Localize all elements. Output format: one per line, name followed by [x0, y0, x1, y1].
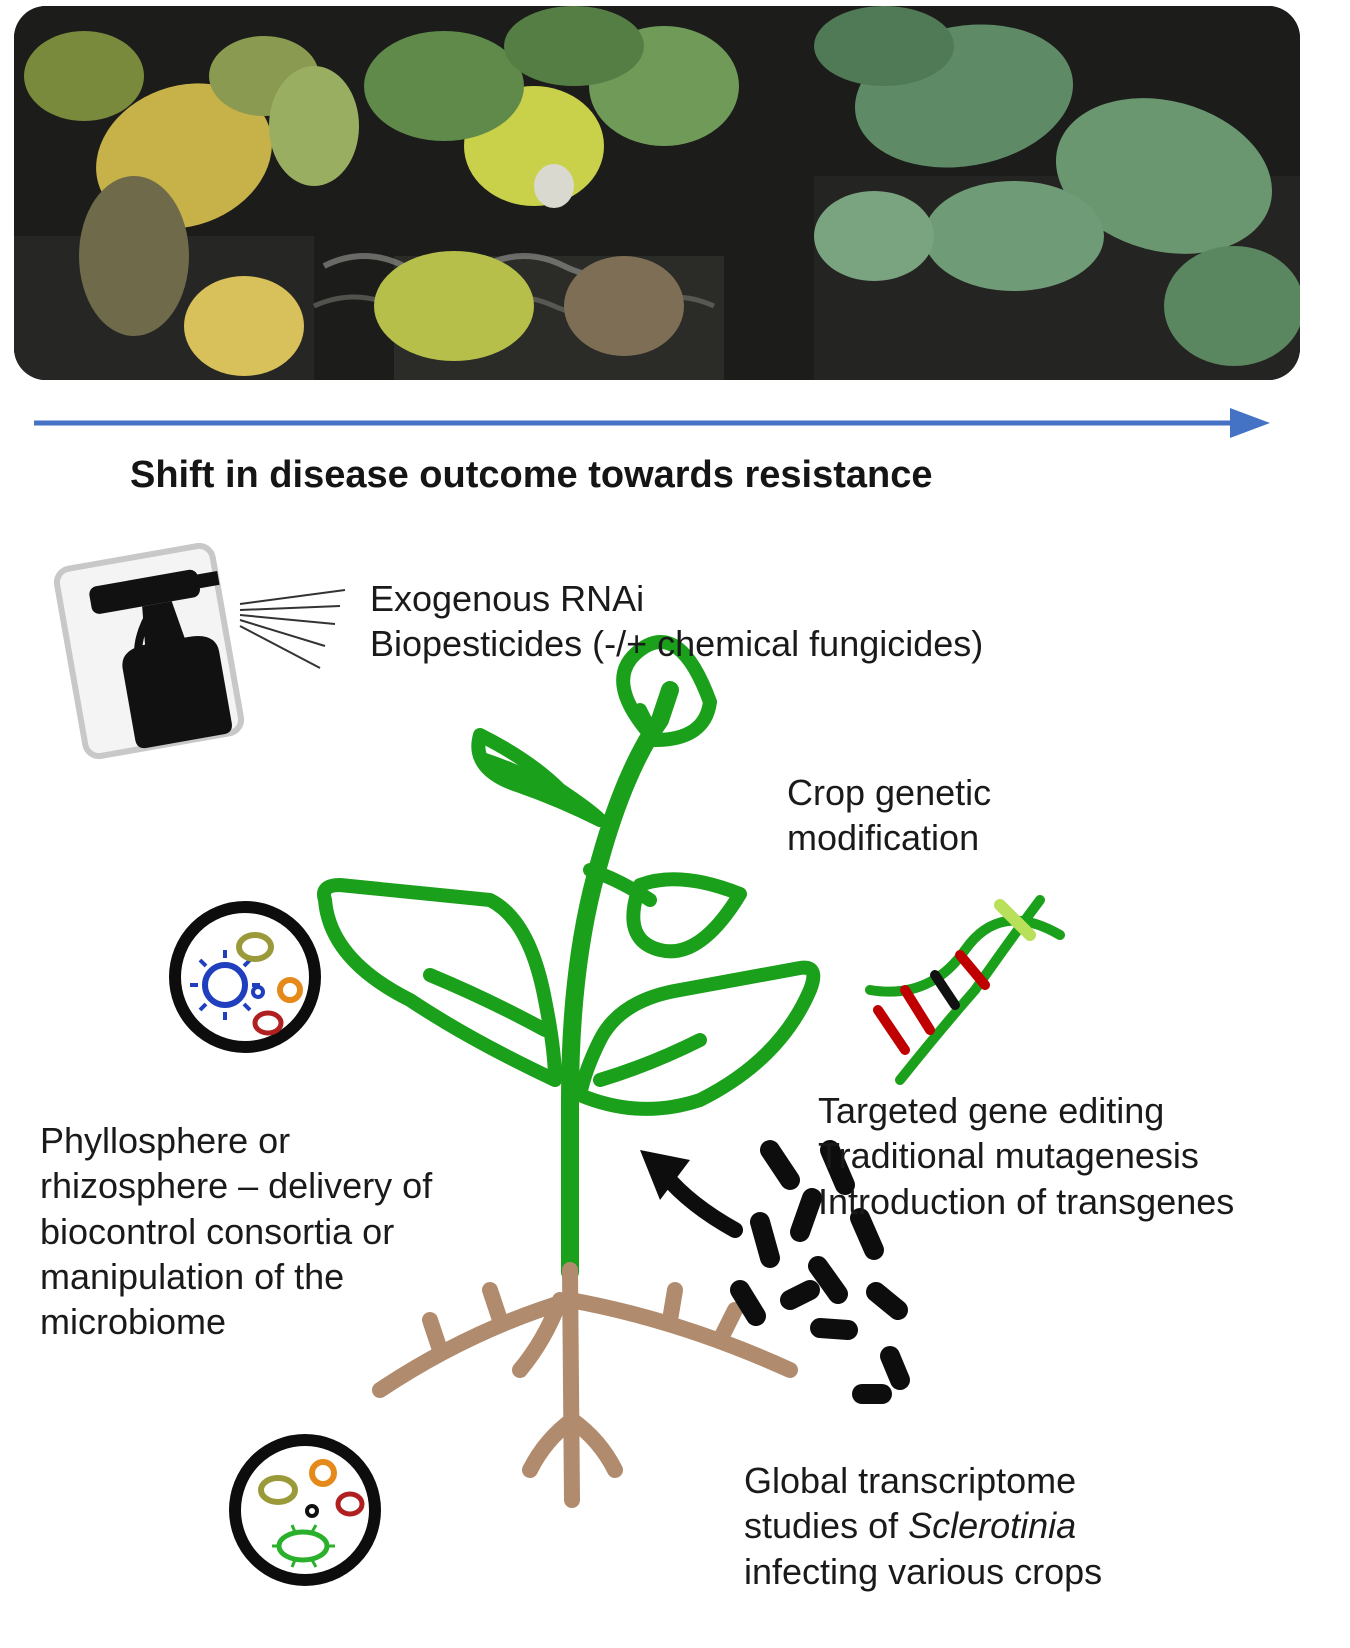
transcriptome-text: Global transcriptome studies of Scleroti…: [744, 1458, 1102, 1594]
transcript-line-2-prefix: studies of: [744, 1505, 909, 1547]
phyllo-line-4: manipulation of the: [40, 1256, 345, 1298]
editing-line-2: Traditional mutagenesis: [818, 1135, 1199, 1177]
spray-treatment-text: Exogenous RNAi Biopesticides (-/+ chemic…: [370, 576, 983, 667]
spray-line-2: Biopesticides (-/+ chemical fungicides): [370, 623, 984, 665]
gene-editing-text: Targeted gene editing Traditional mutage…: [818, 1088, 1234, 1224]
phyllosphere-microbiome-icon: [169, 901, 321, 1053]
sclerotinia-pathogen-icon: [730, 1140, 910, 1404]
phyllo-line-3: biocontrol consortia or: [40, 1210, 395, 1252]
sclerotinia-italic: Sclerotinia: [908, 1505, 1077, 1547]
pathogen-entry-arrow-icon: [640, 1150, 743, 1238]
plant-photo-illustration: [14, 6, 1300, 380]
microbiome-delivery-text: Phyllosphere or rhizosphere – delivery o…: [40, 1118, 432, 1345]
phyllo-line-1: Phyllosphere or: [40, 1120, 291, 1161]
crop-line-1: Crop genetic: [787, 772, 992, 813]
shift-label: Shift in disease outcome towards resista…: [130, 454, 933, 496]
plant-illustration: [317, 635, 821, 1281]
rhizosphere-microbiome-icon: [229, 1434, 381, 1586]
plant-photo-banner: [14, 6, 1300, 380]
crop-modification-text: Crop genetic modification: [787, 770, 991, 861]
phyllo-line-2: rhizosphere – delivery of: [40, 1165, 433, 1207]
transcript-line-1: Global transcriptome: [744, 1460, 1077, 1501]
editing-line-1: Targeted gene editing: [818, 1090, 1165, 1131]
crop-line-2: modification: [787, 817, 980, 859]
spray-bottle-icon: [53, 542, 346, 760]
root-illustration: [372, 1262, 798, 1508]
transcript-line-2: studies of Sclerotinia: [744, 1503, 1102, 1548]
transcript-line-3: infecting various crops: [744, 1550, 1103, 1592]
phyllo-line-5: microbiome: [40, 1301, 227, 1343]
editing-line-3: Introduction of transgenes: [818, 1180, 1235, 1222]
spray-line-1: Exogenous RNAi: [370, 578, 645, 619]
dna-helix-icon: [865, 895, 1065, 1085]
resistance-shift-arrow: [34, 408, 1270, 438]
